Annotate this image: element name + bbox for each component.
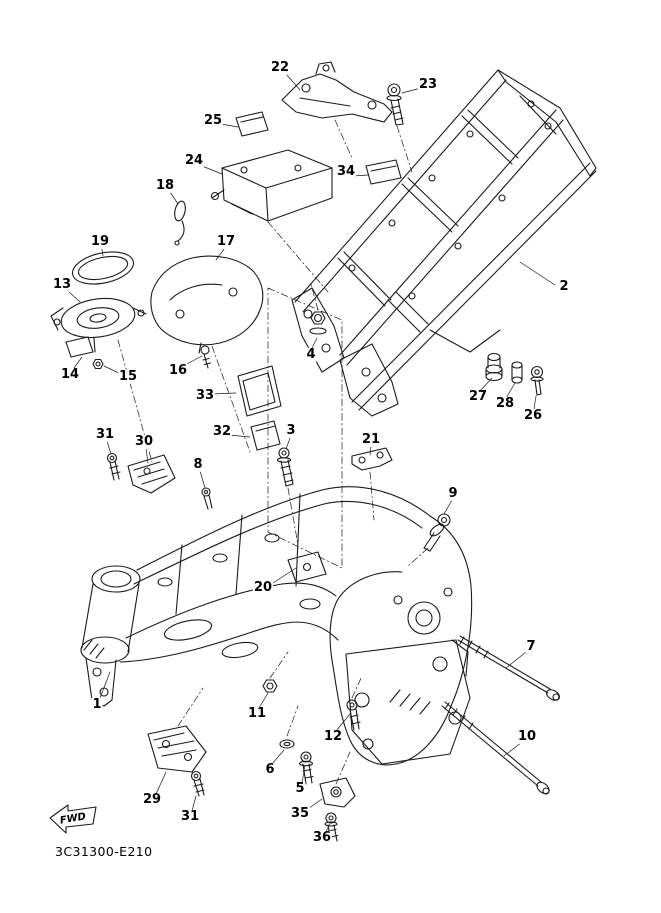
part-label-18[interactable]: 18 — [154, 177, 176, 194]
part-label-34[interactable]: 34 — [335, 163, 357, 180]
part-30-plate — [127, 454, 176, 494]
part-label-5[interactable]: 5 — [294, 780, 306, 797]
part-23-bolt — [386, 83, 404, 126]
part-21-bracket — [351, 447, 393, 471]
part-11-nut — [262, 679, 278, 693]
part-12-bolt — [346, 699, 361, 731]
part-label-12[interactable]: 12 — [322, 728, 344, 745]
part-label-1[interactable]: 1 — [91, 696, 103, 713]
leader-lines — [67, 73, 556, 834]
part-label-3[interactable]: 3 — [285, 422, 297, 439]
part-34-plate — [365, 159, 402, 185]
part-35-bracket — [319, 777, 356, 808]
part-label-31-b[interactable]: 31 — [179, 808, 201, 825]
part-13-funnel — [50, 297, 147, 353]
part-label-22[interactable]: 22 — [269, 59, 291, 76]
part-14-bracket — [65, 336, 94, 358]
part-label-33[interactable]: 33 — [194, 387, 216, 404]
rear-subframe — [291, 69, 597, 417]
part-label-17[interactable]: 17 — [215, 233, 237, 250]
part-4-nut — [309, 311, 327, 335]
part-label-2[interactable]: 2 — [558, 278, 570, 295]
part-10-long-bolt — [441, 701, 550, 795]
diagram-code: 3C31300-E210 — [55, 844, 153, 859]
part-label-15[interactable]: 15 — [117, 368, 139, 385]
part-label-9[interactable]: 9 — [447, 485, 459, 502]
part-label-29[interactable]: 29 — [141, 791, 163, 808]
part-28-collar — [511, 361, 523, 384]
part-26-bolt — [530, 365, 544, 396]
part-label-13[interactable]: 13 — [51, 276, 73, 293]
part-32-plate — [250, 420, 281, 451]
part-label-11[interactable]: 11 — [246, 705, 268, 722]
part-19-ring — [71, 251, 135, 285]
part-label-14[interactable]: 14 — [59, 366, 81, 383]
part-33-plate — [237, 365, 282, 417]
part-6-washer — [279, 739, 295, 749]
part-label-16[interactable]: 16 — [167, 362, 189, 379]
assembly-centerlines — [117, 119, 429, 785]
part-15-nut — [92, 358, 104, 370]
part-label-26[interactable]: 26 — [522, 407, 544, 424]
part-label-10[interactable]: 10 — [516, 728, 538, 745]
part-16-screw — [200, 345, 212, 369]
part-label-30[interactable]: 30 — [133, 433, 155, 450]
part-17-cover — [150, 255, 264, 354]
part-label-36[interactable]: 36 — [311, 829, 333, 846]
part-label-32[interactable]: 32 — [211, 423, 233, 440]
part-22-bracket — [281, 61, 393, 123]
part-label-19[interactable]: 19 — [89, 233, 111, 250]
part-25-plate — [235, 111, 269, 137]
fwd-arrow-icon — [49, 804, 97, 834]
part-label-28[interactable]: 28 — [494, 395, 516, 412]
part-3-bolt — [276, 447, 294, 487]
part-5-bolt — [298, 751, 314, 785]
part-9-bolt — [423, 513, 451, 552]
main-frame — [80, 486, 473, 766]
part-31a-screw — [106, 452, 121, 481]
part-label-21[interactable]: 21 — [360, 431, 382, 448]
part-label-20[interactable]: 20 — [252, 579, 274, 596]
part-label-27[interactable]: 27 — [467, 388, 489, 405]
part-label-4[interactable]: 4 — [305, 346, 317, 363]
part-24-box — [210, 149, 333, 222]
part-31b-bolt — [190, 770, 205, 797]
part-label-35[interactable]: 35 — [289, 805, 311, 822]
part-18-clip — [174, 200, 186, 246]
part-29-plate — [147, 725, 207, 773]
part-label-7[interactable]: 7 — [525, 638, 537, 655]
part-label-23[interactable]: 23 — [417, 76, 439, 93]
part-8-screw — [201, 487, 213, 510]
part-label-25[interactable]: 25 — [202, 112, 224, 129]
part-27-damper — [485, 352, 503, 382]
part-label-8[interactable]: 8 — [192, 456, 204, 473]
part-label-24[interactable]: 24 — [183, 152, 205, 169]
part-7-long-bolt — [457, 635, 561, 701]
part-label-6[interactable]: 6 — [264, 761, 276, 778]
part-label-31-a[interactable]: 31 — [94, 426, 116, 443]
